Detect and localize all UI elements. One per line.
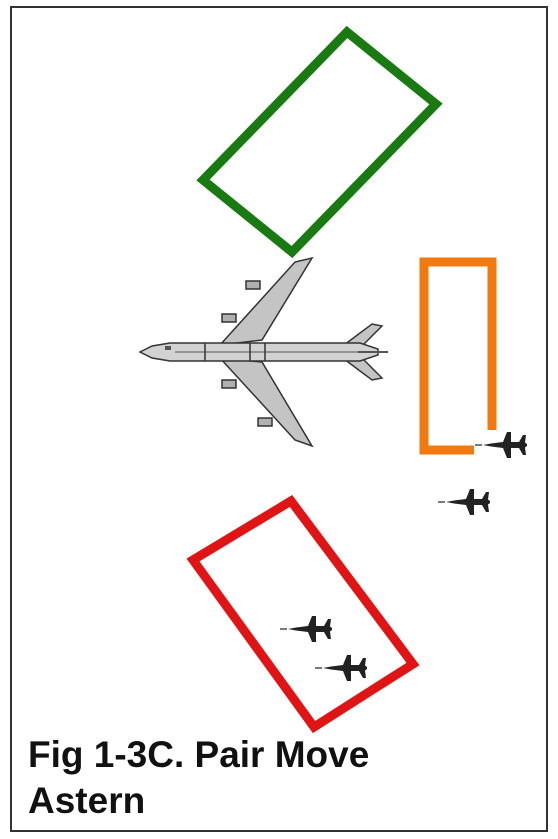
tanker-icon [140, 258, 388, 446]
fighter-jet-icon [280, 616, 332, 642]
caption-line-2: Astern [28, 778, 528, 824]
green-zone [203, 32, 436, 252]
red-zone [193, 501, 413, 727]
fighter-jet-icon [438, 489, 490, 515]
figure-caption: Fig 1-3C. Pair Move Astern [28, 732, 528, 824]
caption-line-1: Fig 1-3C. Pair Move [28, 732, 528, 778]
orange-zone [424, 262, 492, 450]
fighter-jet-icon [475, 432, 527, 458]
fighter-jet-icon [315, 655, 367, 681]
